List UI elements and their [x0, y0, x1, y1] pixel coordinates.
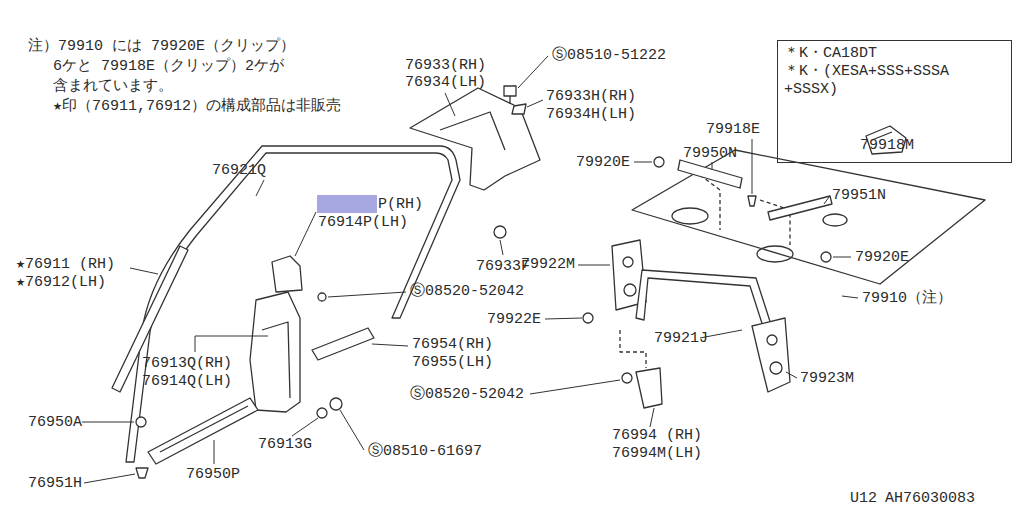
part-number: 76954(RH): [412, 336, 493, 353]
part-number: 79918M: [860, 137, 1005, 155]
part-number: Ⓢ08510-51222: [552, 47, 666, 64]
inset-box: ＊K・CA18DT＊K・(XESA+SSS+SSSA +SSSX) 79918M: [777, 40, 1012, 163]
note-text: 注）79910 には 79920E（クリップ）: [28, 38, 295, 55]
part-number: 76951H: [28, 475, 82, 492]
part-number: 76913Q(RH): [142, 355, 232, 372]
part-number: 76914Q(LH): [142, 373, 232, 390]
part-number: 76950P: [186, 466, 240, 483]
part-number: 76994M(LH): [612, 445, 702, 462]
applicability-note: ＊K・(XESA+SSS+SSSA +SSSX): [784, 63, 1005, 99]
note-text: 6ケと 79918E（クリップ）2ケが: [53, 58, 284, 75]
part-number: 79922E: [487, 311, 541, 328]
part-number: 76950A: [28, 414, 82, 431]
part-number: 76955(LH): [412, 354, 493, 371]
part-number: 79921J: [654, 330, 708, 347]
part-number: 79922M: [521, 256, 575, 273]
part-number: 76934H(LH): [546, 106, 636, 123]
part-number: 76933(RH): [405, 57, 486, 74]
part-number: 76913G: [258, 436, 312, 453]
part-number: 76994 (RH): [612, 427, 702, 444]
part-number: Ⓢ08520-52042: [410, 386, 524, 403]
part-number: 79951N: [832, 187, 886, 204]
drawing-code: AH76030083: [885, 490, 975, 507]
part-number: Ⓢ08520-52042: [410, 283, 524, 300]
part-number: 76914P(LH): [318, 214, 408, 231]
part-number: ★76912(LH): [16, 274, 106, 291]
part-number: P(RH): [378, 196, 423, 213]
note-text: ★印（76911,76912）の構成部品は非販売: [53, 98, 341, 115]
part-number: 76934(LH): [405, 74, 486, 91]
part-number: Ⓢ08510-61697: [368, 443, 482, 460]
part-number: 79923M: [800, 370, 854, 387]
part-number: 79910（注）: [862, 290, 952, 307]
drawing-code: U12: [850, 490, 877, 507]
part-number: 79950N: [683, 145, 737, 162]
part-number: ★76911 (RH): [16, 256, 115, 273]
part-number: 79918E: [706, 121, 760, 138]
applicability-note: ＊K・CA18DT: [784, 45, 1005, 63]
part-number: 76921Q: [212, 162, 266, 179]
part-number: 79920E: [855, 249, 909, 266]
part-number: 79920E: [576, 154, 630, 171]
part-number: 76933H(RH): [546, 88, 636, 105]
note-text: 含まれています。: [53, 78, 173, 95]
